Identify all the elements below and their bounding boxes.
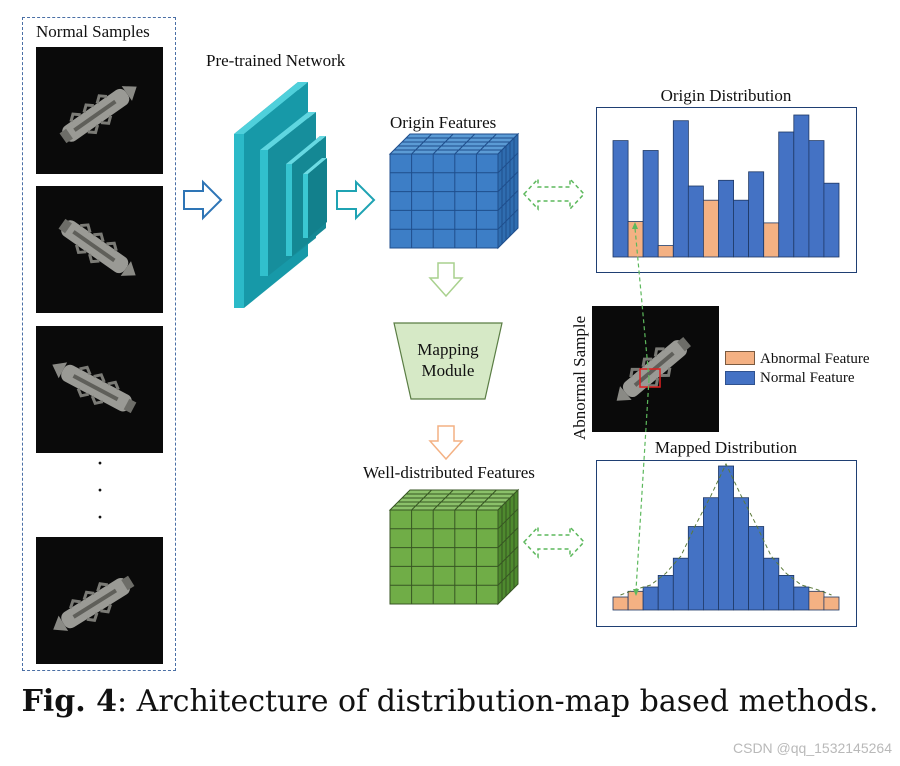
normal-feature-bar <box>748 526 765 611</box>
normal-feature-bar <box>823 182 840 258</box>
double-arrow-icon <box>522 525 586 559</box>
legend-label-abnormal: Abnormal Feature <box>760 351 870 367</box>
normal-sample-image-1 <box>36 47 163 174</box>
abnormal-feature-bar <box>703 199 719 258</box>
abnormal-feature-bar <box>763 222 780 258</box>
normal-feature-bar <box>612 140 629 258</box>
ellipsis-dot-1: · <box>96 451 104 477</box>
normal-feature-bar <box>733 497 750 611</box>
figure-caption: Fig. 4: Architecture of distribution-map… <box>0 684 900 719</box>
normal-feature-bar <box>778 131 795 258</box>
abnormal-feature-bar <box>627 221 644 258</box>
well-features-title: Well-distributed Features <box>363 463 535 482</box>
abnormal-feature-bar <box>823 596 840 611</box>
abnormal-sample-label: Abnormal Sample <box>570 315 589 440</box>
normal-feature-bar <box>718 179 735 258</box>
abnormal-feature-bar <box>657 245 674 258</box>
abnormal-sample-image <box>592 306 719 432</box>
origin-features-cube <box>388 132 520 250</box>
caption-text: : Architecture of distribution-map based… <box>117 684 879 719</box>
arrow-down-icon <box>428 425 464 461</box>
arrow-right-icon <box>336 179 376 221</box>
arrow-right-icon <box>183 179 223 221</box>
pretrained-network-icon <box>234 82 327 308</box>
normal-feature-bar <box>733 199 750 258</box>
normal-feature-bar <box>672 120 689 258</box>
mapped-distribution-chart <box>612 462 840 611</box>
mapping-module-shape <box>393 322 503 400</box>
arrow-down-icon <box>428 262 464 298</box>
normal-feature-bar <box>672 557 689 611</box>
normal-feature-bar <box>793 114 810 258</box>
abnormal-feature-bar <box>808 590 825 611</box>
double-arrow-icon <box>522 177 586 211</box>
normal-samples-title: Normal Samples <box>36 22 150 41</box>
normal-feature-bar <box>793 586 810 611</box>
watermark: CSDN @qq_1532145264 <box>733 740 892 756</box>
origin-features-title: Origin Features <box>390 113 497 132</box>
origin-distribution-chart <box>612 114 840 258</box>
normal-feature-bar <box>808 140 825 258</box>
distribution-curve <box>620 462 832 596</box>
network-title: Pre-trained Network <box>206 51 346 70</box>
abnormal-feature-bar <box>627 590 644 611</box>
mapped-distribution-title: Mapped Distribution <box>654 438 798 457</box>
legend-swatch-normal <box>725 371 755 385</box>
well-features-cube <box>388 488 520 606</box>
mapping-module-line1: Mapping <box>417 340 479 359</box>
normal-feature-bar <box>748 171 765 258</box>
legend-swatch-abnormal <box>725 351 755 365</box>
normal-feature-bar <box>687 526 704 611</box>
normal-feature-bar <box>642 150 659 258</box>
normal-feature-bar <box>657 575 674 611</box>
caption-prefix: Fig. 4 <box>21 684 118 719</box>
origin-distribution-title: Origin Distribution <box>660 86 792 105</box>
legend-label-normal: Normal Feature <box>760 370 855 386</box>
normal-sample-image-4 <box>36 537 163 664</box>
normal-sample-image-2 <box>36 186 163 313</box>
ellipsis-dot-3: · <box>96 505 104 531</box>
ellipsis-dot-2: · <box>96 478 104 504</box>
abnormal-feature-bar <box>612 596 629 611</box>
normal-feature-bar <box>703 497 719 611</box>
normal-feature-bar <box>763 557 780 611</box>
normal-feature-bar <box>718 465 735 611</box>
normal-feature-bar <box>642 586 659 611</box>
normal-samples-panel <box>22 17 176 671</box>
normal-feature-bar <box>687 185 704 258</box>
normal-feature-bar <box>778 575 795 611</box>
mapping-module-line2: Module <box>421 361 475 380</box>
normal-sample-image-3 <box>36 326 163 453</box>
